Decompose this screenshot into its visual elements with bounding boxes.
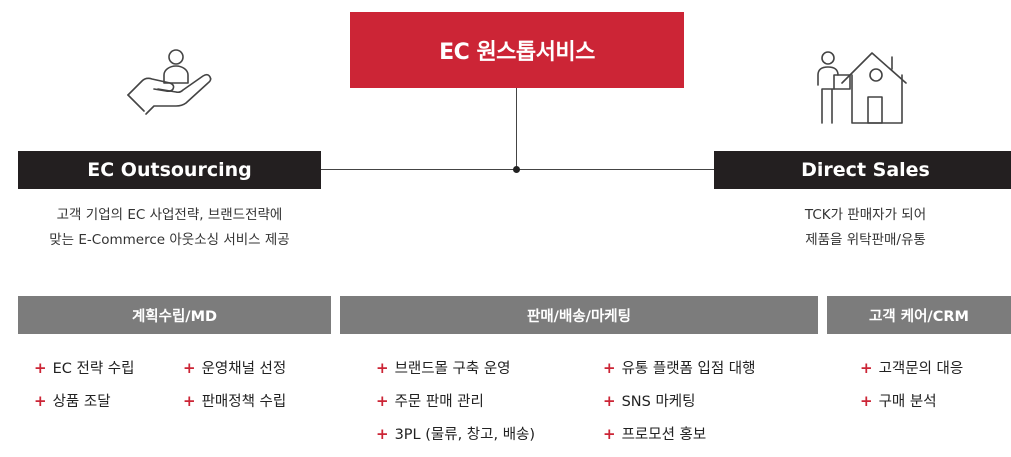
hand-holding-person-icon [124, 45, 214, 120]
plus-icon: + [603, 425, 616, 443]
plus-icon: + [34, 359, 47, 377]
sales-list-col1: + 브랜드몰 구축 운영 + 주문 판매 관리 +3PL (물류, 창고, 배송) [376, 352, 535, 451]
list-item: + 주문 판매 관리 [376, 385, 535, 418]
list-item-label: 고객문의 대응 [878, 361, 964, 377]
list-item: + 브랜드몰 구축 운영 [376, 352, 535, 385]
list-item-label: 유통 플랫폼 입점 대행 [621, 361, 756, 377]
list-item-label: 주문 판매 관리 [394, 394, 484, 410]
plus-icon: + [603, 359, 616, 377]
plus-icon: + [376, 425, 389, 443]
sales-list-col2: + 유통 플랫폼 입점 대행 + SNS 마케팅 + 프로모션 홍보 [603, 352, 755, 451]
list-item-label: EC 전략 수립 [52, 361, 135, 377]
direct-sales-heading: Direct Sales [714, 151, 1011, 189]
planning-list-col1: + EC 전략 수립 + 상품 조달 [34, 352, 134, 418]
main-title-box: EC 원스톱서비스 [350, 12, 684, 88]
planning-list-col2: + 운영채널 선정 + 판매정책 수립 [183, 352, 286, 418]
desc-line: 제품을 위탁판매/유통 [805, 232, 926, 248]
main-title: EC 원스톱서비스 [439, 40, 595, 65]
vertical-connector [516, 88, 517, 170]
direct-sales-description: TCK가 판매자가 되어 제품을 위탁판매/유통 [714, 203, 1011, 253]
plus-icon: + [183, 359, 196, 377]
crm-list: + 고객문의 대응 + 구매 분석 [860, 352, 963, 418]
category-sales-marketing: 판매/배송/마케팅 [340, 296, 818, 334]
list-item-label: 판매정책 수립 [201, 394, 287, 410]
plus-icon: + [183, 392, 196, 410]
list-item-label: 브랜드몰 구축 운영 [394, 361, 511, 377]
connector-dot [513, 166, 520, 173]
desc-line: 맞는 E-Commerce 아웃소싱 서비스 제공 [49, 232, 290, 248]
list-item-label: SNS 마케팅 [621, 394, 696, 410]
ec-outsourcing-heading: EC Outsourcing [18, 151, 321, 189]
desc-line: TCK가 판매자가 되어 [804, 207, 927, 223]
category-label: 고객 케어/CRM [869, 308, 969, 325]
ec-outsourcing-description: 고객 기업의 EC 사업전략, 브랜드전략에 맞는 E-Commerce 아웃소… [18, 203, 321, 253]
category-label: 계획수립/MD [131, 308, 218, 325]
plus-icon: + [376, 359, 389, 377]
plus-icon: + [376, 392, 389, 410]
list-item-label: 구매 분석 [878, 394, 937, 410]
list-item: + 상품 조달 [34, 385, 134, 418]
list-item-label: 3PL (물류, 창고, 배송) [394, 427, 536, 443]
list-item-label: 상품 조달 [52, 394, 111, 410]
list-item: + 구매 분석 [860, 385, 963, 418]
list-item: + EC 전략 수립 [34, 352, 134, 385]
list-item: + 프로모션 홍보 [603, 418, 755, 451]
list-item: + 유통 플랫폼 입점 대행 [603, 352, 755, 385]
person-with-box-house-icon [812, 45, 914, 127]
plus-icon: + [603, 392, 616, 410]
desc-line: 고객 기업의 EC 사업전략, 브랜드전략에 [56, 207, 283, 223]
list-item: + 판매정책 수립 [183, 385, 286, 418]
category-planning-md: 계획수립/MD [18, 296, 331, 334]
list-item: + SNS 마케팅 [603, 385, 755, 418]
plus-icon: + [860, 359, 873, 377]
list-item: + 운영채널 선정 [183, 352, 286, 385]
category-label: 판매/배송/마케팅 [527, 308, 631, 325]
category-customer-crm: 고객 케어/CRM [827, 296, 1011, 334]
list-item: +3PL (물류, 창고, 배송) [376, 418, 535, 451]
list-item: + 고객문의 대응 [860, 352, 963, 385]
plus-icon: + [860, 392, 873, 410]
list-item-label: 운영채널 선정 [201, 361, 287, 377]
ec-outsourcing-label: EC Outsourcing [87, 159, 252, 181]
list-item-label: 프로모션 홍보 [621, 427, 707, 443]
plus-icon: + [34, 392, 47, 410]
direct-sales-label: Direct Sales [801, 159, 930, 181]
